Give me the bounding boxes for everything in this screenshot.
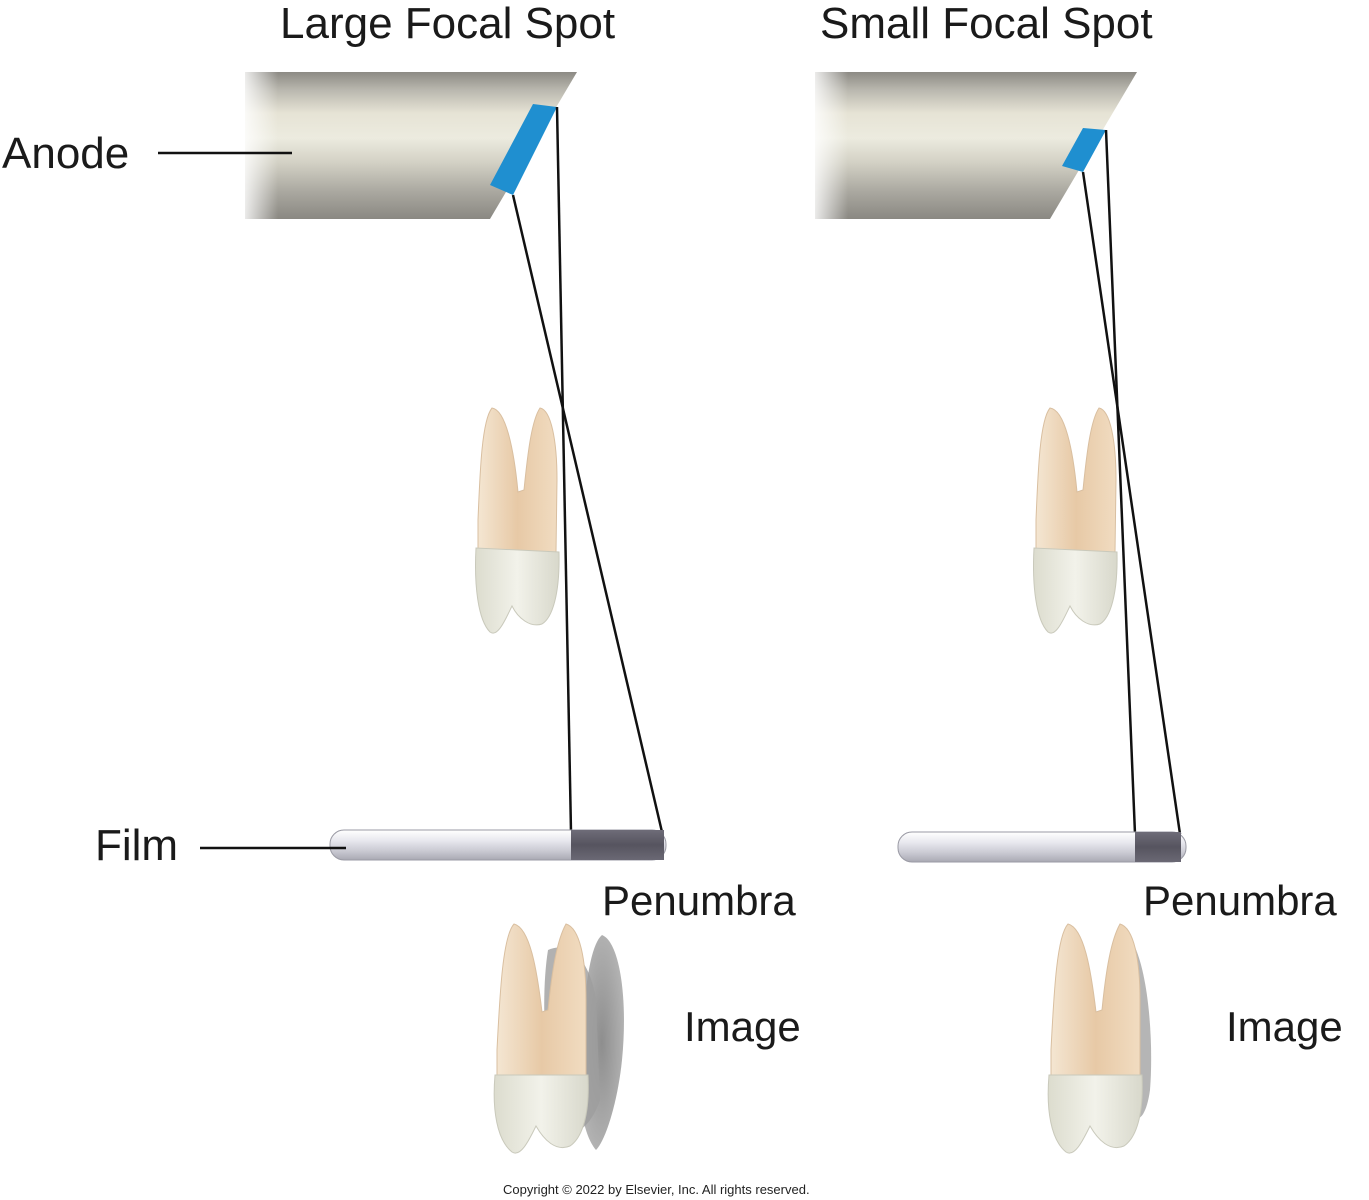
left-image-label: Image [684,1003,801,1050]
right-object-tooth [1033,407,1118,634]
copyright-notice: Copyright © 2022 by Elsevier, Inc. All r… [503,1182,810,1197]
anode-label: Anode [2,129,130,178]
left-film [329,829,667,861]
right-image-label: Image [1226,1003,1343,1050]
left-object-tooth [475,407,560,634]
left-panel [158,72,667,1154]
left-panel-title: Large Focal Spot [280,0,616,48]
left-ray-lines [511,106,664,833]
film-label: Film [95,821,179,870]
right-image-tooth [1047,923,1152,1154]
right-penumbra-band [1135,832,1181,862]
left-focal-spot [490,104,557,195]
right-panel-title: Small Focal Spot [820,0,1153,48]
left-image-tooth [493,923,624,1154]
right-film [897,831,1187,863]
right-focal-spot [1062,128,1106,172]
right-anode [808,72,1137,219]
left-penumbra-band [571,830,664,860]
right-panel [808,72,1187,1154]
right-penumbra-label: Penumbra [1143,877,1337,924]
right-ray-lines [1081,129,1182,835]
left-penumbra-label: Penumbra [602,877,796,924]
